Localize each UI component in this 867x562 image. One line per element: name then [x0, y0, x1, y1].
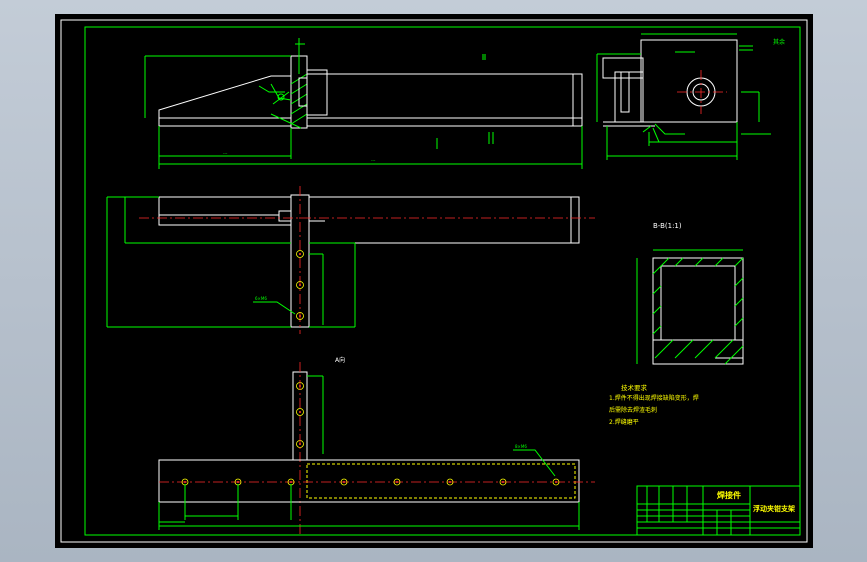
title-block: 焊接件 浮动夹钳支架: [636, 485, 801, 536]
section-label: B-B(1:1): [653, 222, 682, 230]
drawing-sheet: --- ---: [60, 19, 808, 543]
tech-heading: 技术要求: [621, 383, 648, 392]
tech-line-3: 2.焊缝磨平: [609, 418, 639, 426]
svg-text:8×M6: 8×M6: [515, 444, 527, 449]
inner-border: [84, 26, 801, 536]
view-label: A向: [335, 356, 345, 364]
drawing-name: 浮动夹钳支架: [753, 504, 795, 513]
svg-text:6×M6: 6×M6: [255, 296, 267, 301]
tech-line-1: 1.焊件不得出现焊接缺陷变形，焊: [609, 394, 699, 402]
svg-text:---: ---: [371, 158, 376, 163]
svg-text:---: ---: [223, 151, 228, 156]
svg-text:其余: 其余: [773, 38, 785, 46]
section-bb: B-B(1:1): [636, 222, 744, 365]
drawing-canvas[interactable]: --- ---: [55, 14, 813, 548]
tech-requirements: 技术要求 1.焊件不得出现焊接缺陷变形，焊 后需除去焊渣毛刺 2.焊缝磨平: [609, 383, 699, 426]
front-view: --- ---: [144, 38, 583, 169]
tech-line-2: 后需除去焊渣毛刺: [609, 406, 657, 414]
top-view: 6×M6: [106, 186, 595, 334]
outer-border: [60, 19, 808, 543]
a-view: A向: [158, 356, 595, 534]
part-name: 焊接件: [717, 490, 741, 500]
side-view: 其余: [596, 33, 785, 160]
